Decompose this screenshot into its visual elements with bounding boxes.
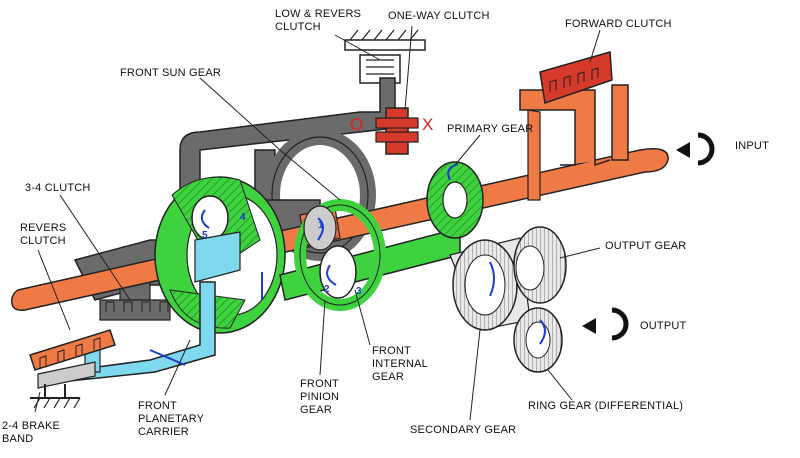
label-output: OUTPUT — [640, 320, 687, 332]
label-output-gear: OUTPUT GEAR — [605, 240, 687, 252]
marker-4: 4 — [240, 212, 246, 223]
input-arrow-icon — [676, 132, 715, 166]
output-gears — [449, 226, 567, 373]
label-low-reverse-clutch: LOW & REVERS CLUTCH — [275, 8, 362, 33]
marker-3: 3 — [356, 286, 362, 297]
leader-lines — [34, 25, 601, 421]
marker-5: 5 — [202, 230, 208, 241]
reverse-clutch-plates — [29, 329, 116, 389]
label-front-internal-gear: FRONT INTERNAL GEAR — [372, 345, 428, 383]
housing-top — [344, 29, 426, 84]
label-one-way-clutch: ONE-WAY CLUTCH — [388, 10, 490, 22]
label-3-4-clutch: 3-4 CLUTCH — [25, 182, 91, 194]
pinion-gears — [191, 195, 357, 299]
label-secondary-gear: SECONDARY GEAR — [410, 424, 517, 436]
label-front-pinion-gear: FRONT PINION GEAR — [300, 378, 340, 416]
forward-clutch-part — [539, 51, 613, 104]
no-marker: X — [422, 115, 434, 134]
output-arrow-icon — [582, 307, 629, 341]
label-front-sun-gear: FRONT SUN GEAR — [120, 67, 221, 79]
label-2-4-brake-band: 2-4 BRAKE BAND — [2, 420, 61, 445]
marker-2: 2 — [324, 284, 330, 295]
label-input: INPUT — [735, 140, 769, 152]
label-forward-clutch: FORWARD CLUTCH — [565, 18, 672, 30]
label-front-planetary-carrier: FRONT PLANETARY CARRIER — [138, 400, 205, 438]
rotation-arrows — [149, 163, 546, 366]
label-ring-gear: RING GEAR (DIFFERENTIAL) — [528, 400, 684, 412]
ok-marker: O — [350, 115, 364, 134]
label-primary-gear: PRIMARY GEAR — [447, 123, 534, 135]
label-reverse-clutch: REVERS CLUTCH — [20, 222, 67, 247]
marker-1: 1 — [318, 220, 324, 231]
one-way-clutch-part — [375, 107, 419, 155]
